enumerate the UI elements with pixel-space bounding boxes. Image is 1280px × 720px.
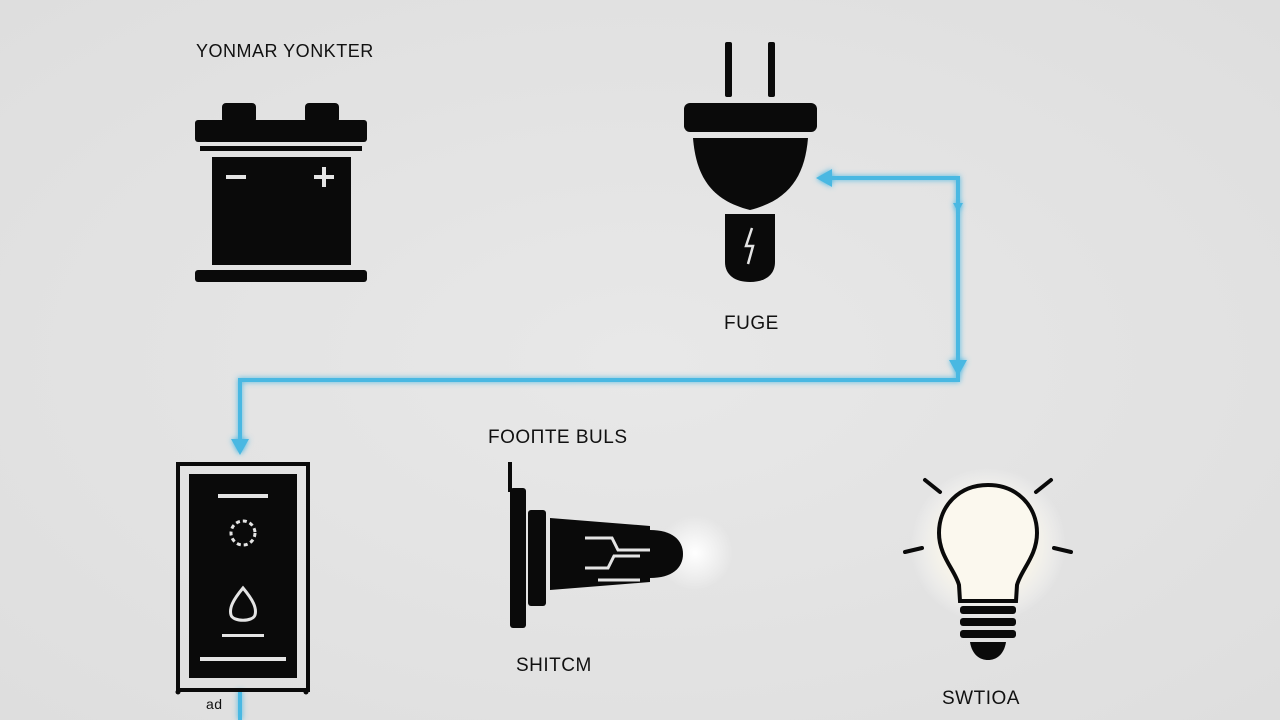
- arrow-to-switch: [231, 439, 249, 455]
- arrow-down-right: [949, 360, 967, 376]
- bulb-rays: [903, 478, 1073, 554]
- label-bulb-title: FOOПTE BULS: [488, 427, 628, 448]
- wire-arrows: [231, 169, 967, 455]
- connector-icon: [508, 462, 733, 628]
- switch-panel-icon: [175, 462, 310, 695]
- arrow-to-plug: [816, 169, 832, 187]
- label-switch: SHITCM: [516, 655, 592, 676]
- label-top-left: YONMAR YONKTER: [196, 41, 374, 61]
- label-fuse: FUGE: [724, 313, 779, 334]
- light-bulb-icon: [903, 467, 1073, 660]
- plug-icon: [684, 42, 817, 282]
- label-small-bottom: ad: [206, 696, 223, 712]
- label-bulb-right: SWTIOA: [942, 688, 1020, 709]
- battery-icon: [195, 103, 367, 282]
- wire-path: [238, 176, 960, 720]
- arrow-small-right: [953, 203, 963, 212]
